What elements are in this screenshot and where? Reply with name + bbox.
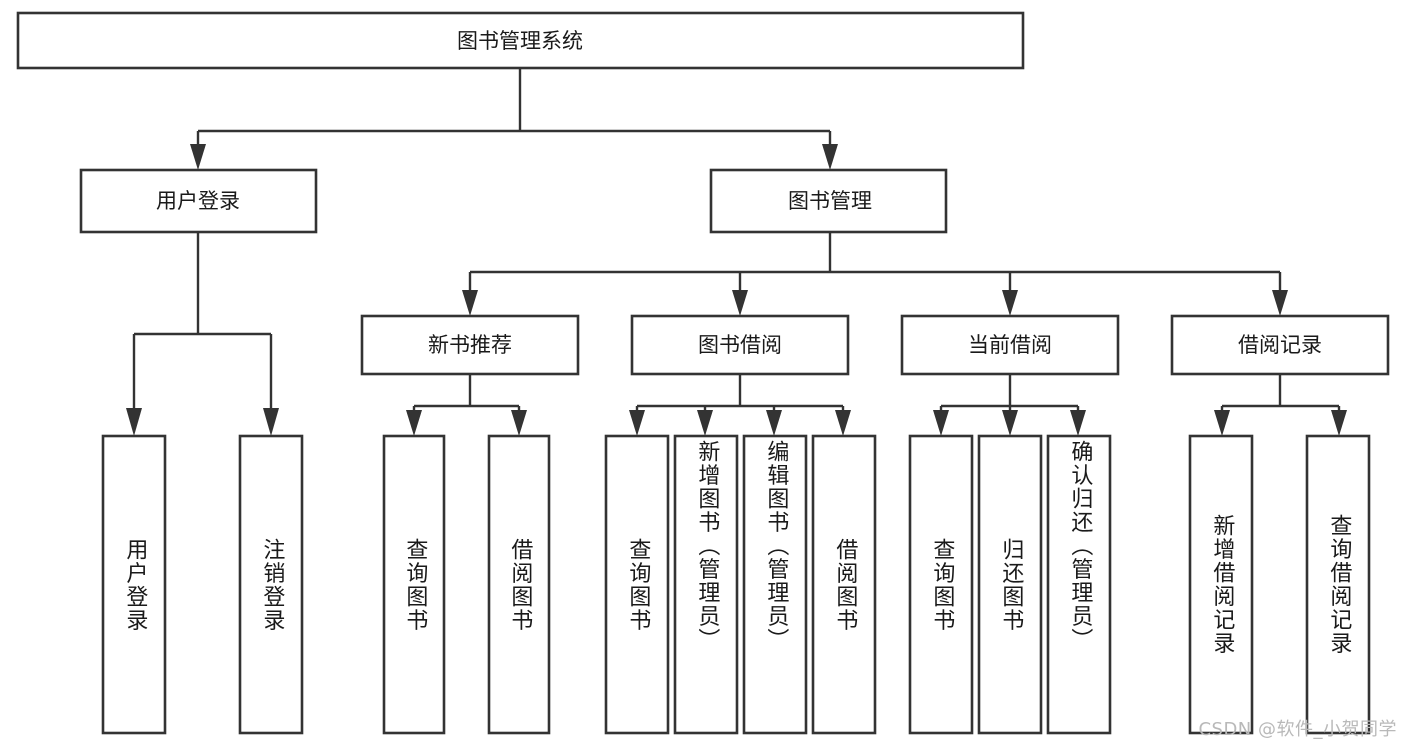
node-current-borrow[interactable]: 当前借阅 [900, 314, 1120, 376]
node-leaf-query-book-1-box[interactable] [382, 434, 446, 735]
arrowhead-leaf-query-record [1331, 410, 1347, 436]
node-book-borrow-box[interactable] [630, 314, 850, 376]
node-root-box[interactable] [16, 11, 1025, 70]
node-book-manage-box[interactable] [709, 168, 948, 234]
arrowhead-leaf-query-book-1 [406, 410, 422, 436]
arrowhead-leaf-borrow-book-2 [835, 410, 851, 436]
node-leaf-user-login-box[interactable] [101, 434, 167, 735]
node-leaf-query-record-box[interactable] [1305, 434, 1371, 735]
arrowhead-current-borrow [1002, 290, 1018, 316]
node-book-manage-label: 图书管理 [788, 189, 872, 213]
node-leaf-add-book-box[interactable] [673, 434, 739, 735]
arrowhead-leaf-user-login [126, 408, 142, 436]
node-leaf-logout-login-box[interactable] [238, 434, 304, 735]
node-leaf-edit-book-box[interactable] [742, 434, 808, 735]
node-new-book-recommend-box[interactable] [360, 314, 580, 376]
node-leaf-borrow-book-2-box[interactable] [811, 434, 877, 735]
node-leaf-confirm-return-box[interactable] [1046, 434, 1112, 735]
node-leaf-borrow-book-1-box[interactable] [487, 434, 551, 735]
node-user-login-box[interactable] [79, 168, 318, 234]
arrowhead-borrow-record [1272, 290, 1288, 316]
node-new-book-recommend[interactable]: 新书推荐 [360, 314, 580, 376]
arrowhead-leaf-add-book [697, 410, 713, 436]
node-root-label: 图书管理系统 [457, 29, 583, 53]
node-user-login[interactable]: 用户登录 [79, 168, 318, 234]
node-book-borrow[interactable]: 图书借阅 [630, 314, 850, 376]
node-borrow-record-box[interactable] [1170, 314, 1390, 376]
node-leaf-query-book-3-box[interactable] [908, 434, 974, 735]
connector-layer [126, 68, 1347, 436]
node-borrow-record-label: 借阅记录 [1238, 333, 1322, 357]
node-root[interactable]: 图书管理系统 [16, 11, 1025, 70]
node-leaf-add-record-box[interactable] [1188, 434, 1254, 735]
node-book-borrow-label: 图书借阅 [698, 333, 782, 357]
node-borrow-record[interactable]: 借阅记录 [1170, 314, 1390, 376]
node-leaf-query-book-2-box[interactable] [604, 434, 670, 735]
arrowhead-book-borrow [732, 290, 748, 316]
arrowhead-new-book-recommend [462, 290, 478, 316]
leaf-box-layer[interactable] [101, 434, 1371, 735]
csdn-watermark: CSDN @软件_小贺同学 [1198, 719, 1397, 740]
node-new-book-recommend-label: 新书推荐 [428, 333, 512, 357]
node-current-borrow-label: 当前借阅 [968, 333, 1052, 357]
arrowhead-leaf-add-record [1214, 410, 1230, 436]
arrowhead-leaf-query-book-3 [933, 410, 949, 436]
arrowhead-leaf-logout-login [263, 408, 279, 436]
node-book-manage[interactable]: 图书管理 [709, 168, 948, 234]
node-leaf-return-book-box[interactable] [977, 434, 1043, 735]
arrowhead-book-manage [822, 144, 838, 170]
arrowhead-leaf-edit-book [766, 410, 782, 436]
node-user-login-label: 用户登录 [156, 189, 240, 213]
node-current-borrow-box[interactable] [900, 314, 1120, 376]
arrowhead-leaf-return-book [1002, 410, 1018, 436]
arrowhead-leaf-query-book-2 [629, 410, 645, 436]
arrowhead-leaf-borrow-book-1 [511, 410, 527, 436]
arrowhead-user-login [190, 144, 206, 170]
arrowhead-leaf-confirm-return [1070, 410, 1086, 436]
